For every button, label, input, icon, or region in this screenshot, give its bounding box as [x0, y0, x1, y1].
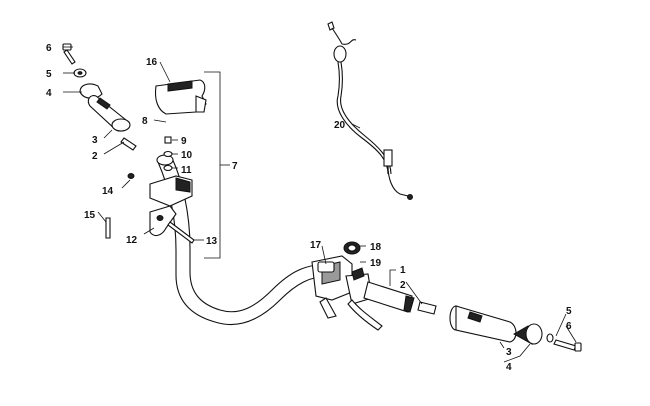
callout-5-right: 5 [566, 306, 572, 317]
callout-10: 10 [181, 150, 193, 161]
callout-4-right: 4 [506, 362, 512, 373]
right-end-cap [512, 323, 543, 345]
screw-15 [105, 217, 111, 239]
callout-19: 19 [370, 258, 382, 269]
screw-13 [167, 221, 195, 244]
callout-2-left: 2 [92, 151, 98, 162]
callout-4-left: 4 [46, 88, 52, 99]
button-17 [317, 261, 335, 273]
callout-6-left: 6 [46, 43, 52, 54]
callout-18: 18 [370, 242, 382, 253]
nut-14 [127, 173, 135, 179]
leader-lines [63, 46, 577, 363]
throttle-bracket [149, 175, 193, 207]
callout-14: 14 [102, 186, 114, 197]
callout-16: 16 [146, 57, 158, 68]
callout-5-left: 5 [46, 69, 52, 80]
callout-15: 15 [84, 210, 96, 221]
callout-13: 13 [206, 236, 218, 247]
callout-8: 8 [142, 116, 148, 127]
callout-20: 20 [334, 120, 346, 131]
left-washer [73, 68, 87, 78]
callout-2-right: 2 [400, 280, 406, 291]
right-grip-insert [417, 301, 437, 315]
right-washer [546, 333, 554, 343]
callout-12: 12 [126, 235, 138, 246]
left-end-cap [79, 83, 103, 99]
callout-3-left: 3 [92, 135, 98, 146]
screw-9 [164, 136, 172, 144]
callouts: 6 5 4 3 2 16 8 9 10 11 7 14 15 12 13 17 … [46, 43, 572, 373]
callout-1: 1 [400, 265, 406, 276]
washer-10 [163, 150, 173, 158]
switch-housing [154, 79, 207, 115]
callout-7: 7 [232, 161, 238, 172]
left-grip [87, 95, 131, 132]
callout-11: 11 [181, 165, 192, 176]
throttle-lever [149, 205, 177, 237]
cap-18 [343, 241, 361, 255]
right-grip [449, 305, 517, 343]
washer-11 [163, 164, 173, 172]
callout-6-right: 6 [566, 321, 572, 332]
right-bar-end-bolt [553, 339, 582, 352]
callout-17: 17 [310, 240, 322, 251]
callout-9: 9 [181, 136, 187, 147]
callout-3-right: 3 [506, 347, 512, 358]
right-bar-tube [363, 281, 415, 313]
throttle-cable [327, 21, 413, 200]
left-grip-insert [120, 137, 137, 151]
part-19 [351, 267, 365, 281]
